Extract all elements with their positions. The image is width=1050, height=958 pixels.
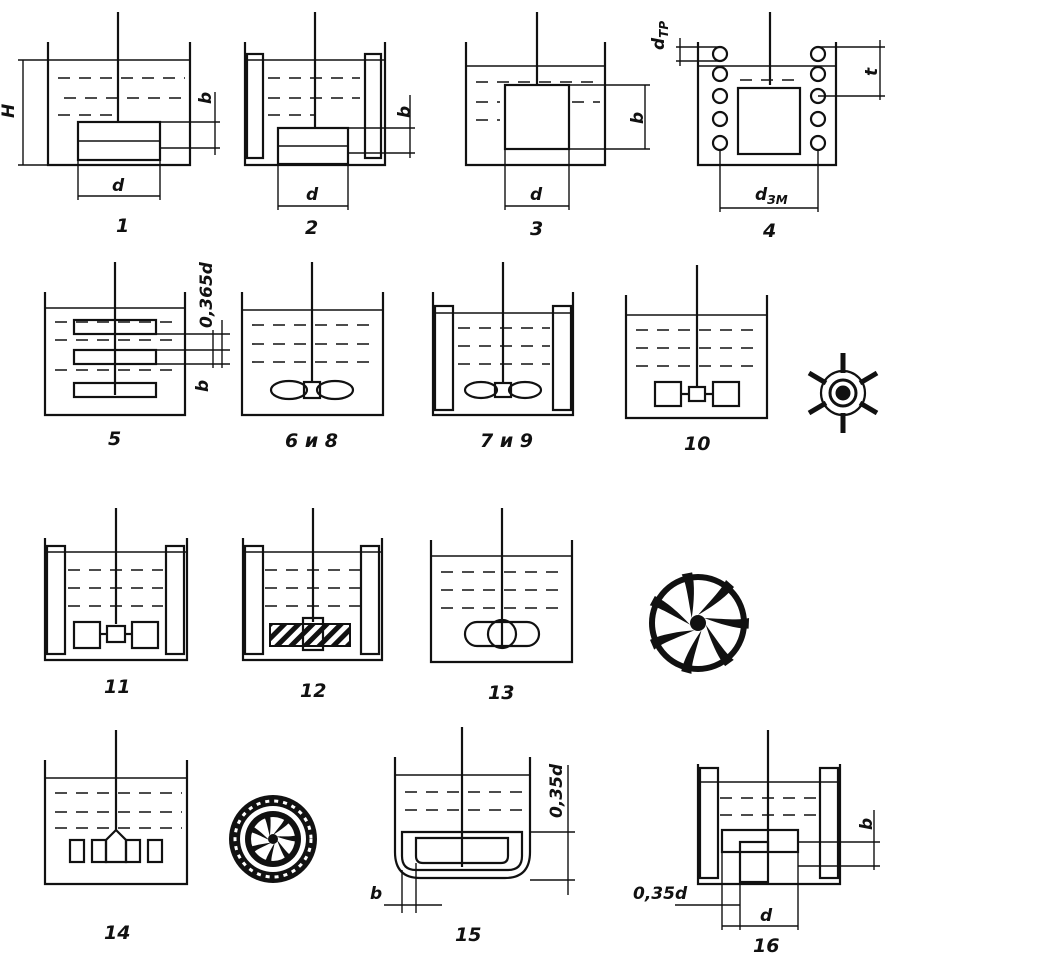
- dim-d: d: [530, 185, 543, 205]
- figure-number: 15: [455, 924, 481, 946]
- figure-number: 13: [488, 682, 514, 704]
- mixer-7-9: 7 и 9: [431, 262, 575, 452]
- mixer-6-8: 6 и 8: [240, 262, 385, 452]
- figure-number: 1: [116, 215, 129, 237]
- mixer-4: dТР t dЗМ 4: [649, 12, 885, 242]
- mixer-2: b d 2: [243, 12, 415, 239]
- dim-0365d: 0,365d: [197, 261, 217, 328]
- dim-d: d: [760, 906, 773, 926]
- figure-number: 5: [108, 428, 121, 450]
- figure-number: 7 и 9: [480, 430, 533, 452]
- mixer-5: 0,365d b 5: [43, 261, 230, 450]
- figure-number: 12: [300, 680, 326, 702]
- figure-number: 14: [104, 922, 130, 944]
- dim-b: b: [370, 884, 382, 904]
- mixer-15: 0,35d b 15: [370, 727, 575, 946]
- mixer-13: 13: [429, 508, 574, 704]
- dim-b: b: [628, 112, 648, 124]
- dim-d: d: [112, 176, 125, 196]
- mixer-10: 10: [624, 265, 769, 455]
- figure-number: 10: [684, 433, 710, 455]
- mixer-11: 11: [43, 508, 189, 698]
- dim-b: b: [196, 92, 216, 104]
- figure-number: 2: [305, 217, 318, 239]
- dim-d: d: [306, 185, 319, 205]
- figure-number: 6 и 8: [285, 430, 338, 452]
- mixer-12: 12: [241, 508, 384, 702]
- figure-number: 4: [762, 220, 776, 242]
- mixer-16: b 0,35d d 16: [633, 730, 880, 957]
- dim-b: b: [857, 818, 877, 830]
- dim-b: b: [395, 106, 415, 118]
- dim-t: t: [862, 67, 882, 76]
- mixer-3: b d 3: [464, 12, 650, 240]
- mixer-14: 14: [43, 730, 189, 944]
- dim-b: b: [193, 380, 213, 392]
- turbine-top-view: [807, 353, 879, 433]
- dim-035d: 0,35d: [633, 884, 688, 904]
- mixer-1: H b d 1: [0, 12, 220, 237]
- dim-035d: 0,35d: [547, 763, 567, 818]
- figure-number: 11: [104, 676, 130, 698]
- dim-d-tr: dТР: [649, 21, 671, 50]
- closed-turbine-top-view: [229, 795, 317, 883]
- figure-number: 3: [530, 218, 543, 240]
- dim-H: H: [0, 104, 19, 118]
- swirl-impeller-top-view: [649, 572, 750, 674]
- dim-d-zm: dЗМ: [755, 185, 788, 207]
- figure-number: 16: [753, 935, 779, 957]
